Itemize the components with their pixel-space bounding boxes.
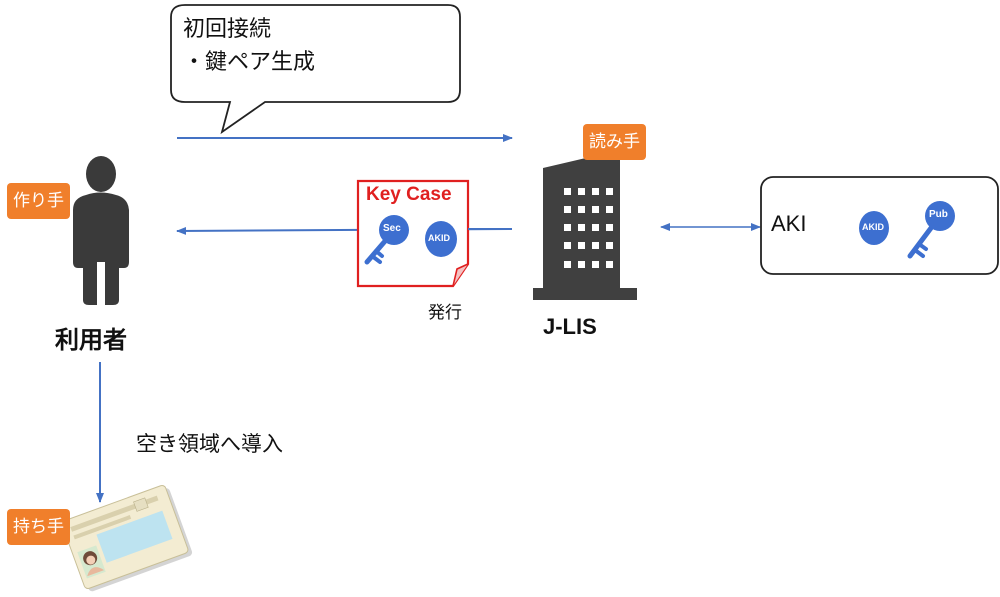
step-label: 空き領域へ導入 xyxy=(136,432,283,456)
id-card-icon xyxy=(61,484,193,592)
keycase-akid-label: AKID xyxy=(428,233,450,243)
keycase-title: Key Case xyxy=(366,184,452,205)
sec-key-label: Sec xyxy=(383,223,401,234)
pub-key-label: Pub xyxy=(929,209,948,220)
akid-badge-icon xyxy=(425,221,457,257)
aki-akid-label: AKID xyxy=(862,222,884,232)
user-label: 利用者 xyxy=(55,326,127,354)
jlis-label: J-LIS xyxy=(543,314,597,339)
callout-text: 初回接続 ・鍵ペア生成 xyxy=(183,13,315,79)
person-icon xyxy=(73,156,129,305)
pub-key-icon xyxy=(907,201,955,259)
holder-tag: 持ち手 xyxy=(7,509,70,545)
callout-line-2: ・鍵ペア生成 xyxy=(183,50,316,75)
sec-key-icon xyxy=(364,215,409,265)
issue-label: 発行 xyxy=(428,303,462,323)
aki-title: AKI xyxy=(771,211,807,236)
creator-tag: 作り手 xyxy=(7,183,70,219)
callout-bubble xyxy=(170,4,461,135)
reader-tag: 読み手 xyxy=(583,124,646,160)
aki-akid-badge-icon xyxy=(859,211,889,245)
building-icon xyxy=(533,150,637,300)
key-case-card xyxy=(356,179,470,288)
callout-line-1: 初回接続 xyxy=(183,17,272,42)
